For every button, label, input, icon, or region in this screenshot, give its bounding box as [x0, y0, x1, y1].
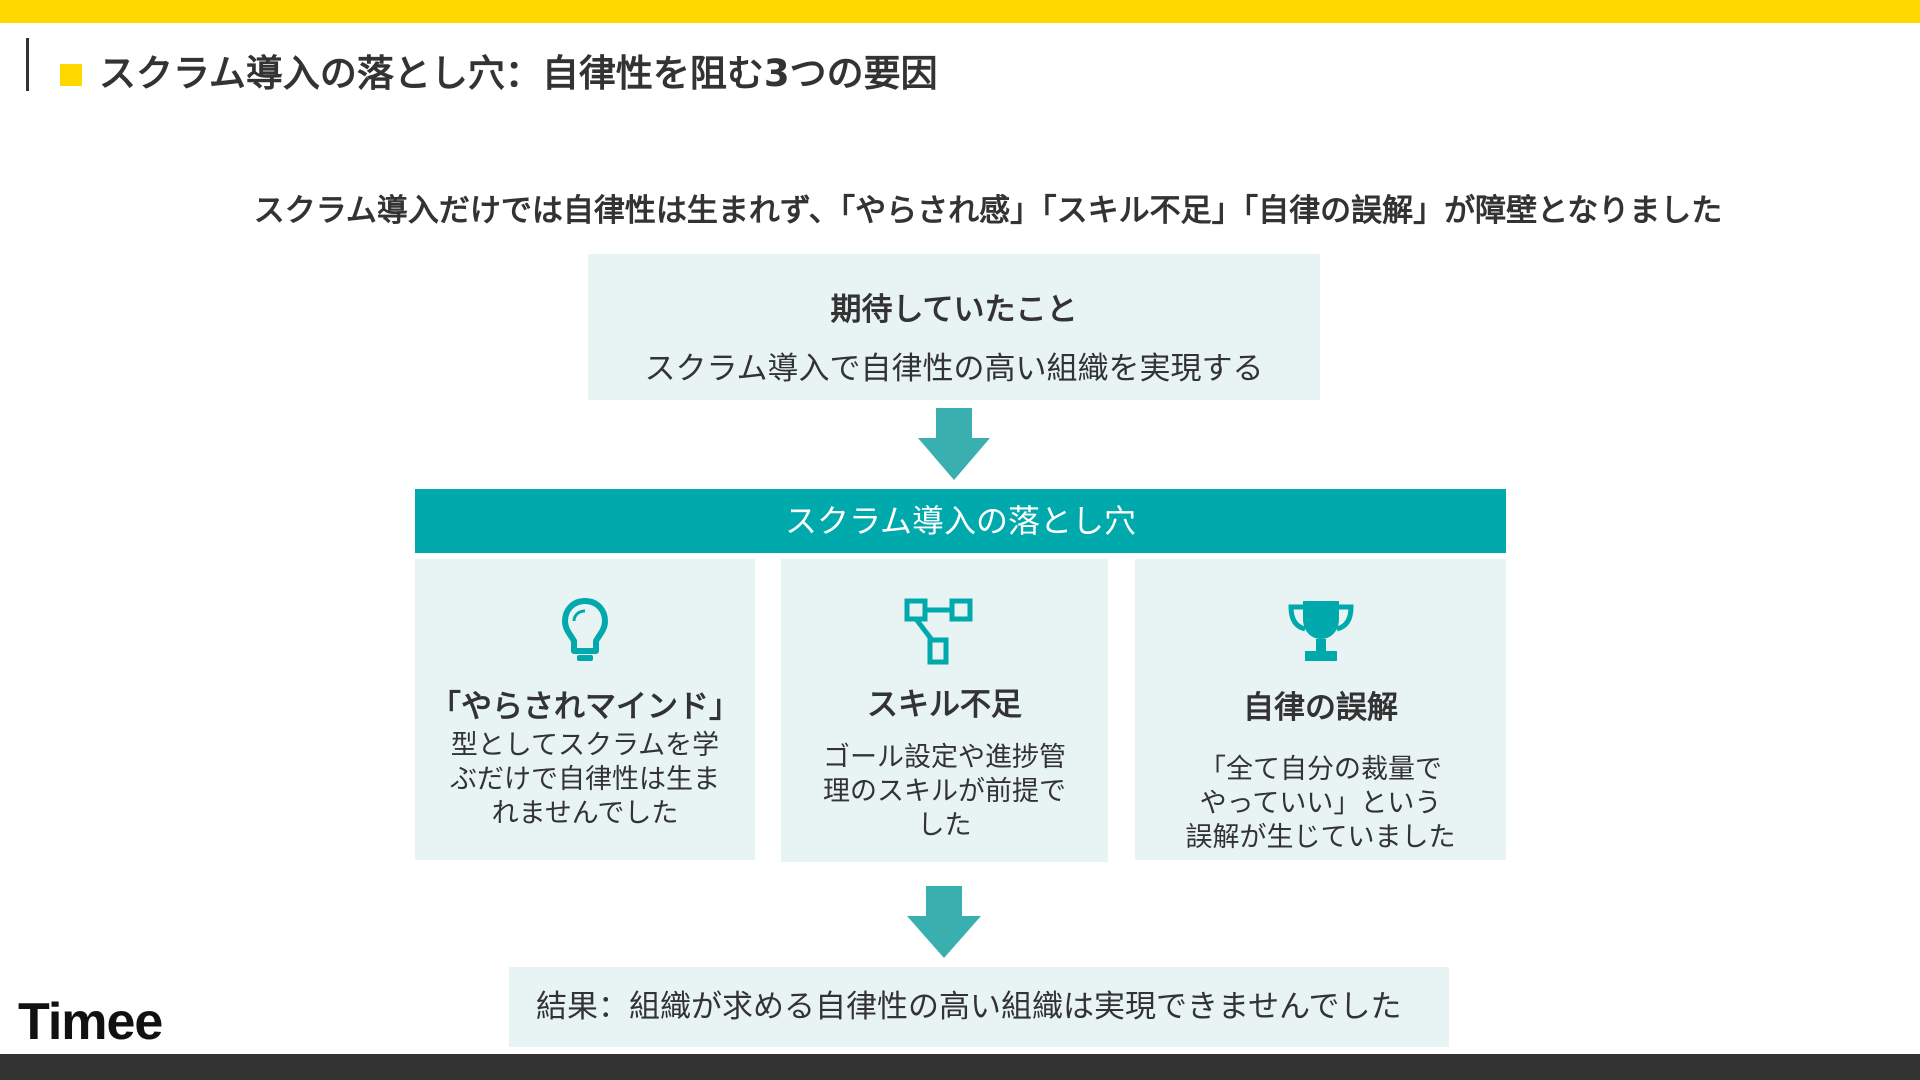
expectation-heading: 期待していたこと	[830, 292, 1078, 328]
result-box: 結果：組織が求める自律性の高い組織は実現できませんでした	[509, 967, 1449, 1047]
pitfall-card-line: れませんでした	[491, 798, 679, 829]
down-arrow-icon	[907, 886, 981, 958]
pitfall-card-line: 「全て自分の裁量で	[1199, 754, 1442, 785]
timee-logo: Timee	[18, 993, 163, 1051]
lightbulb-icon	[562, 598, 608, 661]
pitfall-card-line: やっていい」という	[1199, 788, 1442, 819]
down-arrow-icon	[918, 408, 990, 480]
result-text: 結果：組織が求める自律性の高い組織は実現できませんでした	[536, 989, 1402, 1025]
title-rule	[26, 38, 29, 91]
hierarchy-icon	[904, 598, 973, 665]
footer-bar	[0, 1054, 1920, 1080]
pitfall-card-line: 誤解が生じていました	[1185, 822, 1456, 853]
title-square-marker	[60, 64, 82, 86]
trophy-icon	[1288, 601, 1354, 661]
pitfall-card-line: した	[917, 810, 972, 841]
expectation-text: スクラム導入で自律性の高い組織を実現する	[644, 351, 1264, 387]
pitfall-card-mindset: 「やらされマインド」 型としてスクラムを学 ぶだけで自律性は生ま れませんでした	[415, 559, 755, 860]
pitfall-card-line: 理のスキルが前提で	[823, 776, 1066, 807]
pitfall-card-line: 型としてスクラムを学	[450, 730, 720, 761]
pitfall-card-line: ぶだけで自律性は生ま	[450, 764, 720, 795]
lead-statement: スクラム導入だけでは自律性は生まれず、「やらされ感」「スキル不足」「自律の誤解」…	[0, 185, 1920, 230]
pitfall-card-skills: スキル不足 ゴール設定や進捗管 理のスキルが前提で した	[781, 559, 1108, 862]
pitfall-card-title: スキル不足	[867, 687, 1022, 723]
pitfall-card-text: ゴール設定や進捗管 理のスキルが前提で した	[781, 741, 1108, 843]
pitfall-card-text: 型としてスクラムを学 ぶだけで自律性は生ま れませんでした	[415, 729, 755, 831]
top-accent-bar	[0, 0, 1920, 23]
slide-title: スクラム導入の落とし穴：自律性を阻む3つの要因	[99, 52, 938, 95]
pitfall-card-text: 「全て自分の裁量で やっていい」という 誤解が生じていました	[1135, 753, 1506, 855]
pitfall-card-line: ゴール設定や進捗管	[823, 742, 1066, 773]
pitfall-card-title: 「やらされマインド」	[430, 689, 740, 725]
expectation-box: 期待していたこと スクラム導入で自律性の高い組織を実現する	[588, 254, 1320, 400]
pitfalls-header: スクラム導入の落とし穴	[415, 489, 1506, 553]
pitfall-card-title: 自律の誤解	[1243, 690, 1398, 726]
lead-text: スクラム導入だけでは自律性は生まれず、「やらされ感」「スキル不足」「自律の誤解」…	[253, 193, 1723, 229]
pitfall-card-misunderstanding: 自律の誤解 「全て自分の裁量で やっていい」という 誤解が生じていました	[1135, 559, 1506, 860]
